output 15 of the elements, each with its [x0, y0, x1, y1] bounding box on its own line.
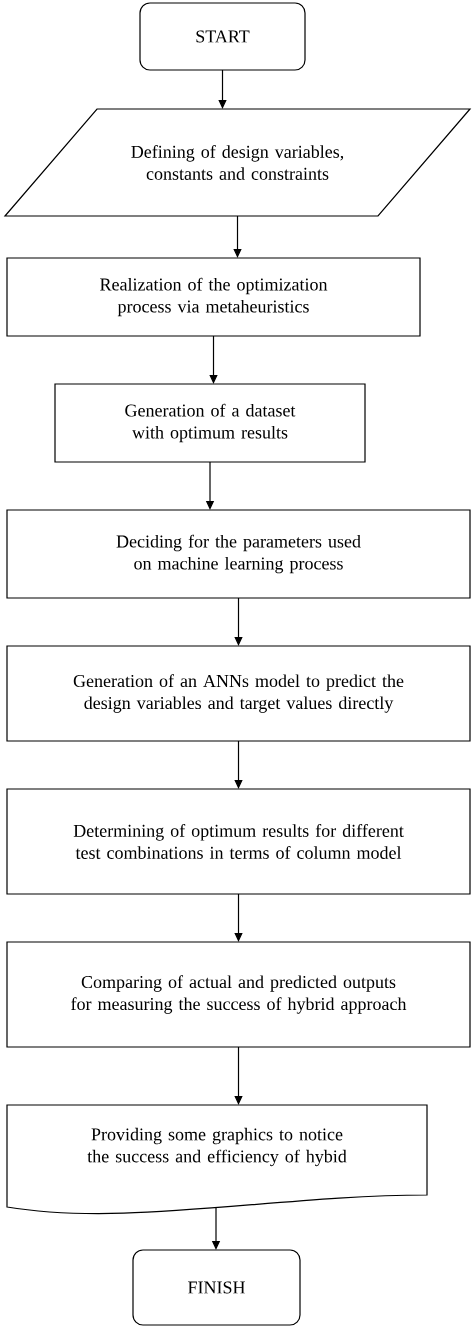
arrow: [209, 335, 218, 384]
arrow: [234, 893, 243, 942]
arrow: [234, 1046, 243, 1105]
arrow: [218, 69, 227, 109]
arrow: [233, 215, 242, 258]
process-box: Comparing of actual and predicted outputs for measuring the success of hybrid approach: [6, 941, 471, 1048]
arrow: [234, 597, 243, 646]
process-box: Determining of optimum results for different test combinations in terms of column model: [6, 788, 471, 895]
process-box: Realization of the optimization process via metaheuristics: [6, 257, 421, 337]
process-box: Generation of a dataset with optimum results: [54, 383, 366, 463]
process-box: Deciding for the parameters used on machine learning process: [6, 509, 471, 599]
arrow: [234, 740, 243, 789]
process-box: Generation of an ANNs model to predict the design variables and target values directly: [6, 645, 471, 742]
terminal-box: FINISH: [132, 1249, 301, 1326]
terminal-box: START: [139, 2, 306, 71]
